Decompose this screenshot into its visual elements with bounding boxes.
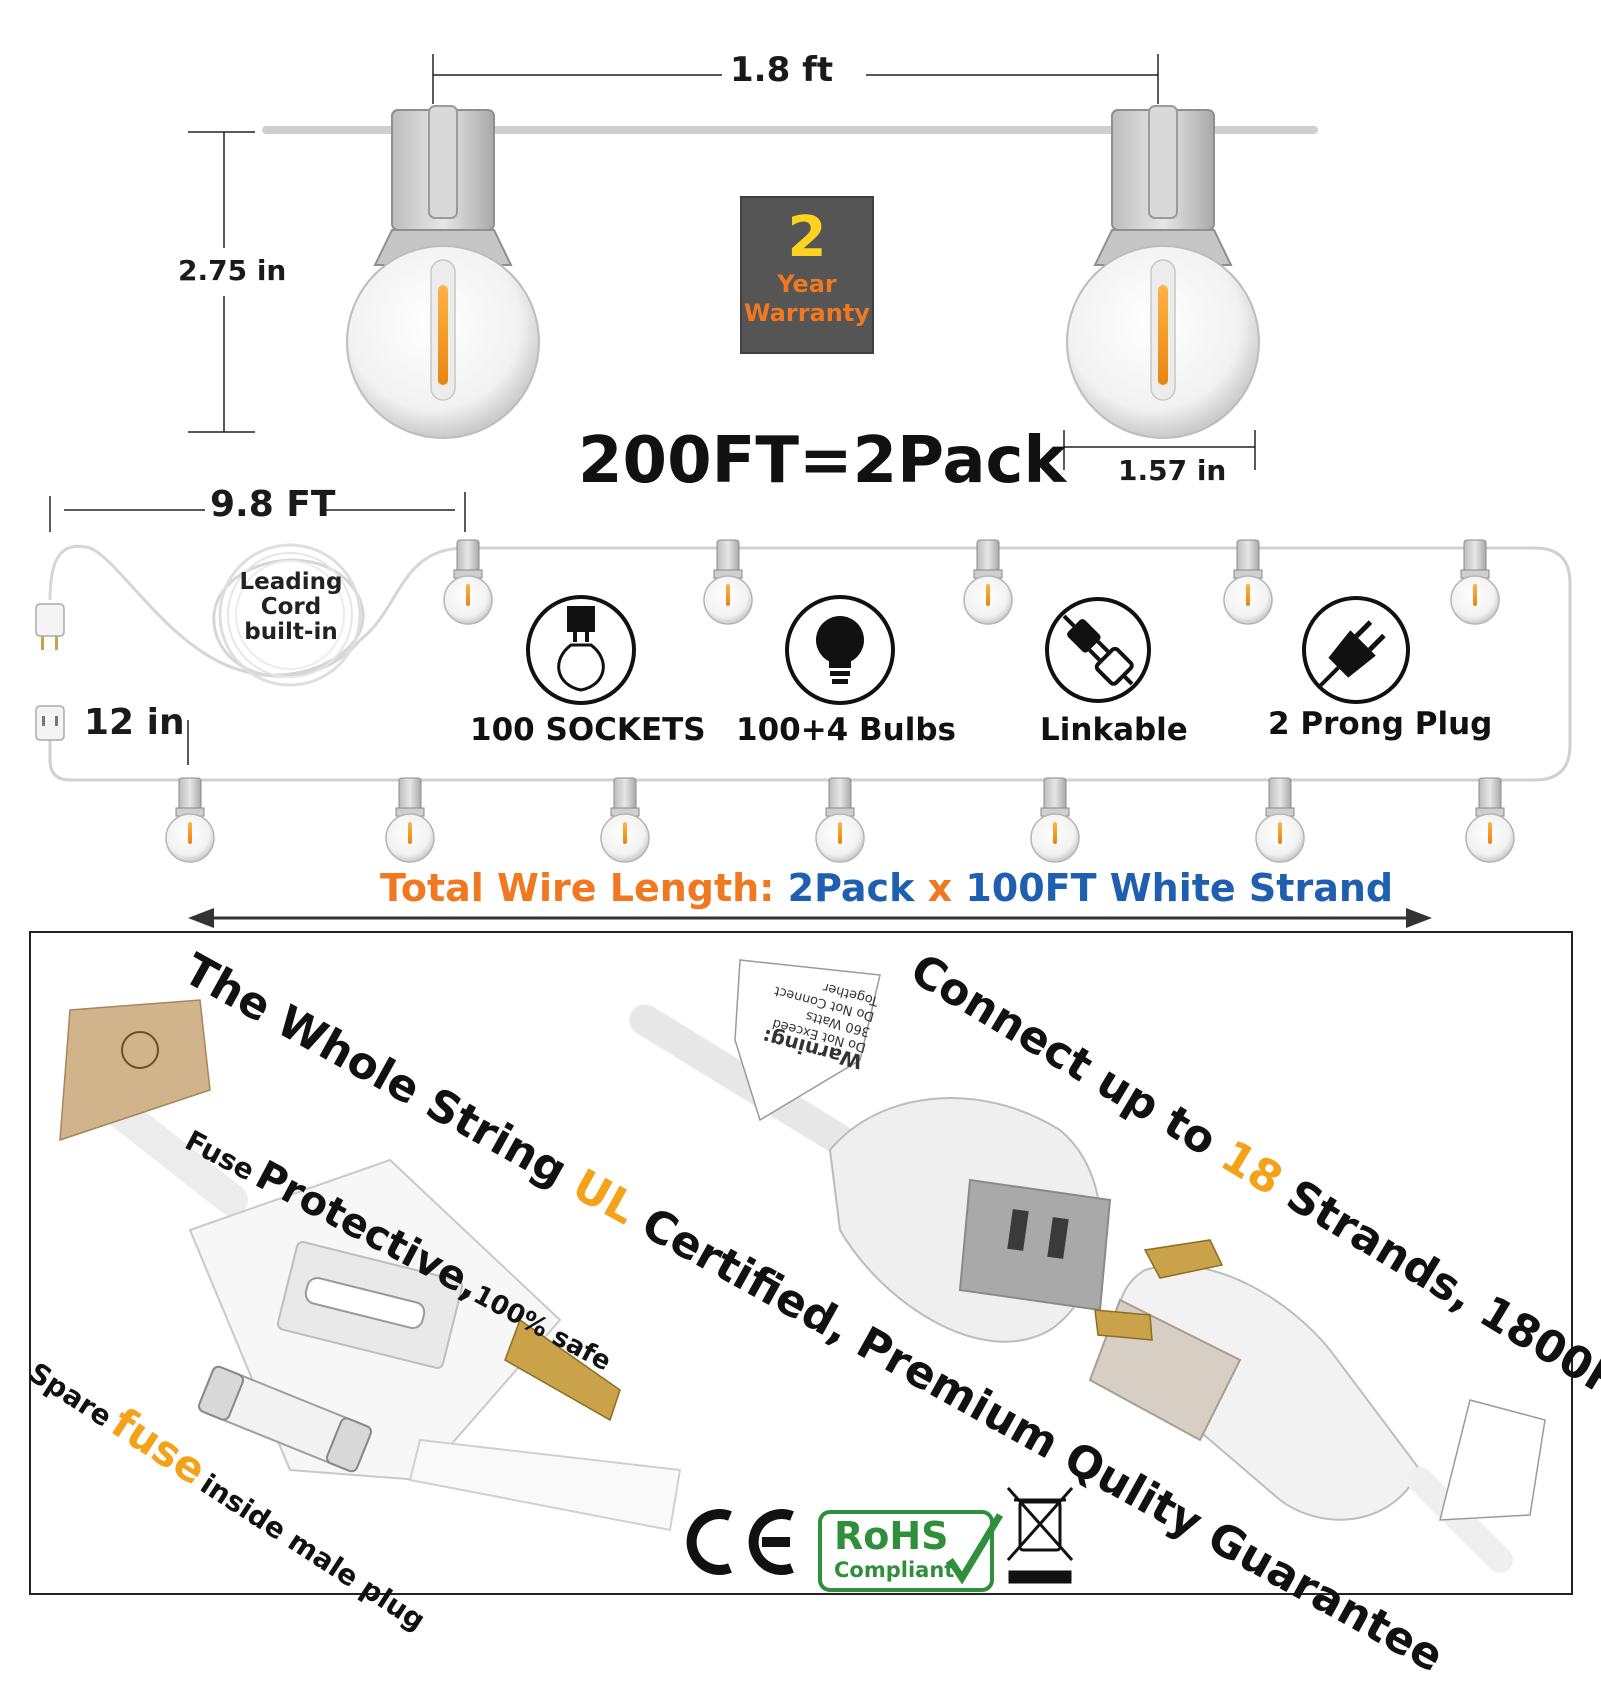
feature-sockets-label: 100 SOCKETS: [470, 712, 706, 748]
rohs-title: RoHS: [834, 1514, 949, 1558]
total-wire-length: Total Wire Length: 2Pack x 100FT White S…: [380, 866, 1393, 910]
feature-linkable-label: Linkable: [1040, 712, 1188, 748]
socket-bulb-icon: [526, 595, 636, 705]
male-plug-small: [35, 603, 65, 650]
dim-diameter-label: 1.57 in: [1118, 454, 1227, 487]
dim-tail-label: 12 in: [84, 702, 185, 743]
female-plug-small: [35, 705, 65, 741]
male-plug-right: [1088, 1239, 1546, 1573]
rohs-badge: [818, 1510, 1003, 1592]
large-bulb-right: [1066, 105, 1260, 439]
total-wire-prefix: Total Wire Length:: [380, 866, 775, 910]
total-wire-strand: 100FT White Strand: [965, 866, 1394, 910]
dim-height-label: 2.75 in: [178, 254, 287, 287]
warranty-text: Warranty: [744, 299, 870, 327]
illustration-canvas: [29, 54, 1573, 1595]
large-bulb-left: [346, 105, 540, 439]
cord-label-line-2: Cord: [260, 594, 322, 620]
lightbulb-icon: [785, 595, 895, 705]
cord-label-line-1: Leading: [239, 569, 343, 595]
total-length-arrow: [188, 908, 1432, 928]
dimension-lines: [49, 54, 1256, 765]
dim-lead-cord-label: 9.8 FT: [210, 484, 336, 525]
string-bulbs-top: [443, 539, 1500, 625]
feature-bulbs-label: 100+4 Bulbs: [736, 712, 957, 748]
spare-fuse: [198, 1365, 372, 1473]
weee-bin-icon: [1006, 1487, 1074, 1584]
warranty-badge: 2 Year Warranty: [740, 196, 874, 354]
warranty-number: 2: [787, 205, 827, 270]
leading-cord: [48, 544, 466, 678]
bottom-panel: [29, 931, 1573, 1595]
leading-cord-label: Leading Cord built-in: [226, 570, 356, 645]
string-loop: [48, 546, 1572, 782]
ce-mark-icon: [686, 1509, 794, 1575]
headline: 200FT=2Pack: [578, 424, 1066, 498]
warranty-year: Year: [777, 270, 837, 298]
female-plug: [629, 959, 1112, 1343]
cord-label-line-3: built-in: [244, 619, 338, 645]
total-wire-times: x: [927, 866, 953, 910]
linkable-plug-icon: [1045, 597, 1151, 703]
dim-spacing-label: 1.8 ft: [730, 50, 834, 90]
total-wire-pack: 2Pack: [787, 866, 915, 910]
feature-plug-label: 2 Prong Plug: [1268, 706, 1493, 742]
rohs-subtitle: Compliant: [834, 1558, 955, 1582]
prong-plug-icon: [1302, 596, 1410, 704]
string-bulbs-bottom: [165, 777, 1515, 863]
